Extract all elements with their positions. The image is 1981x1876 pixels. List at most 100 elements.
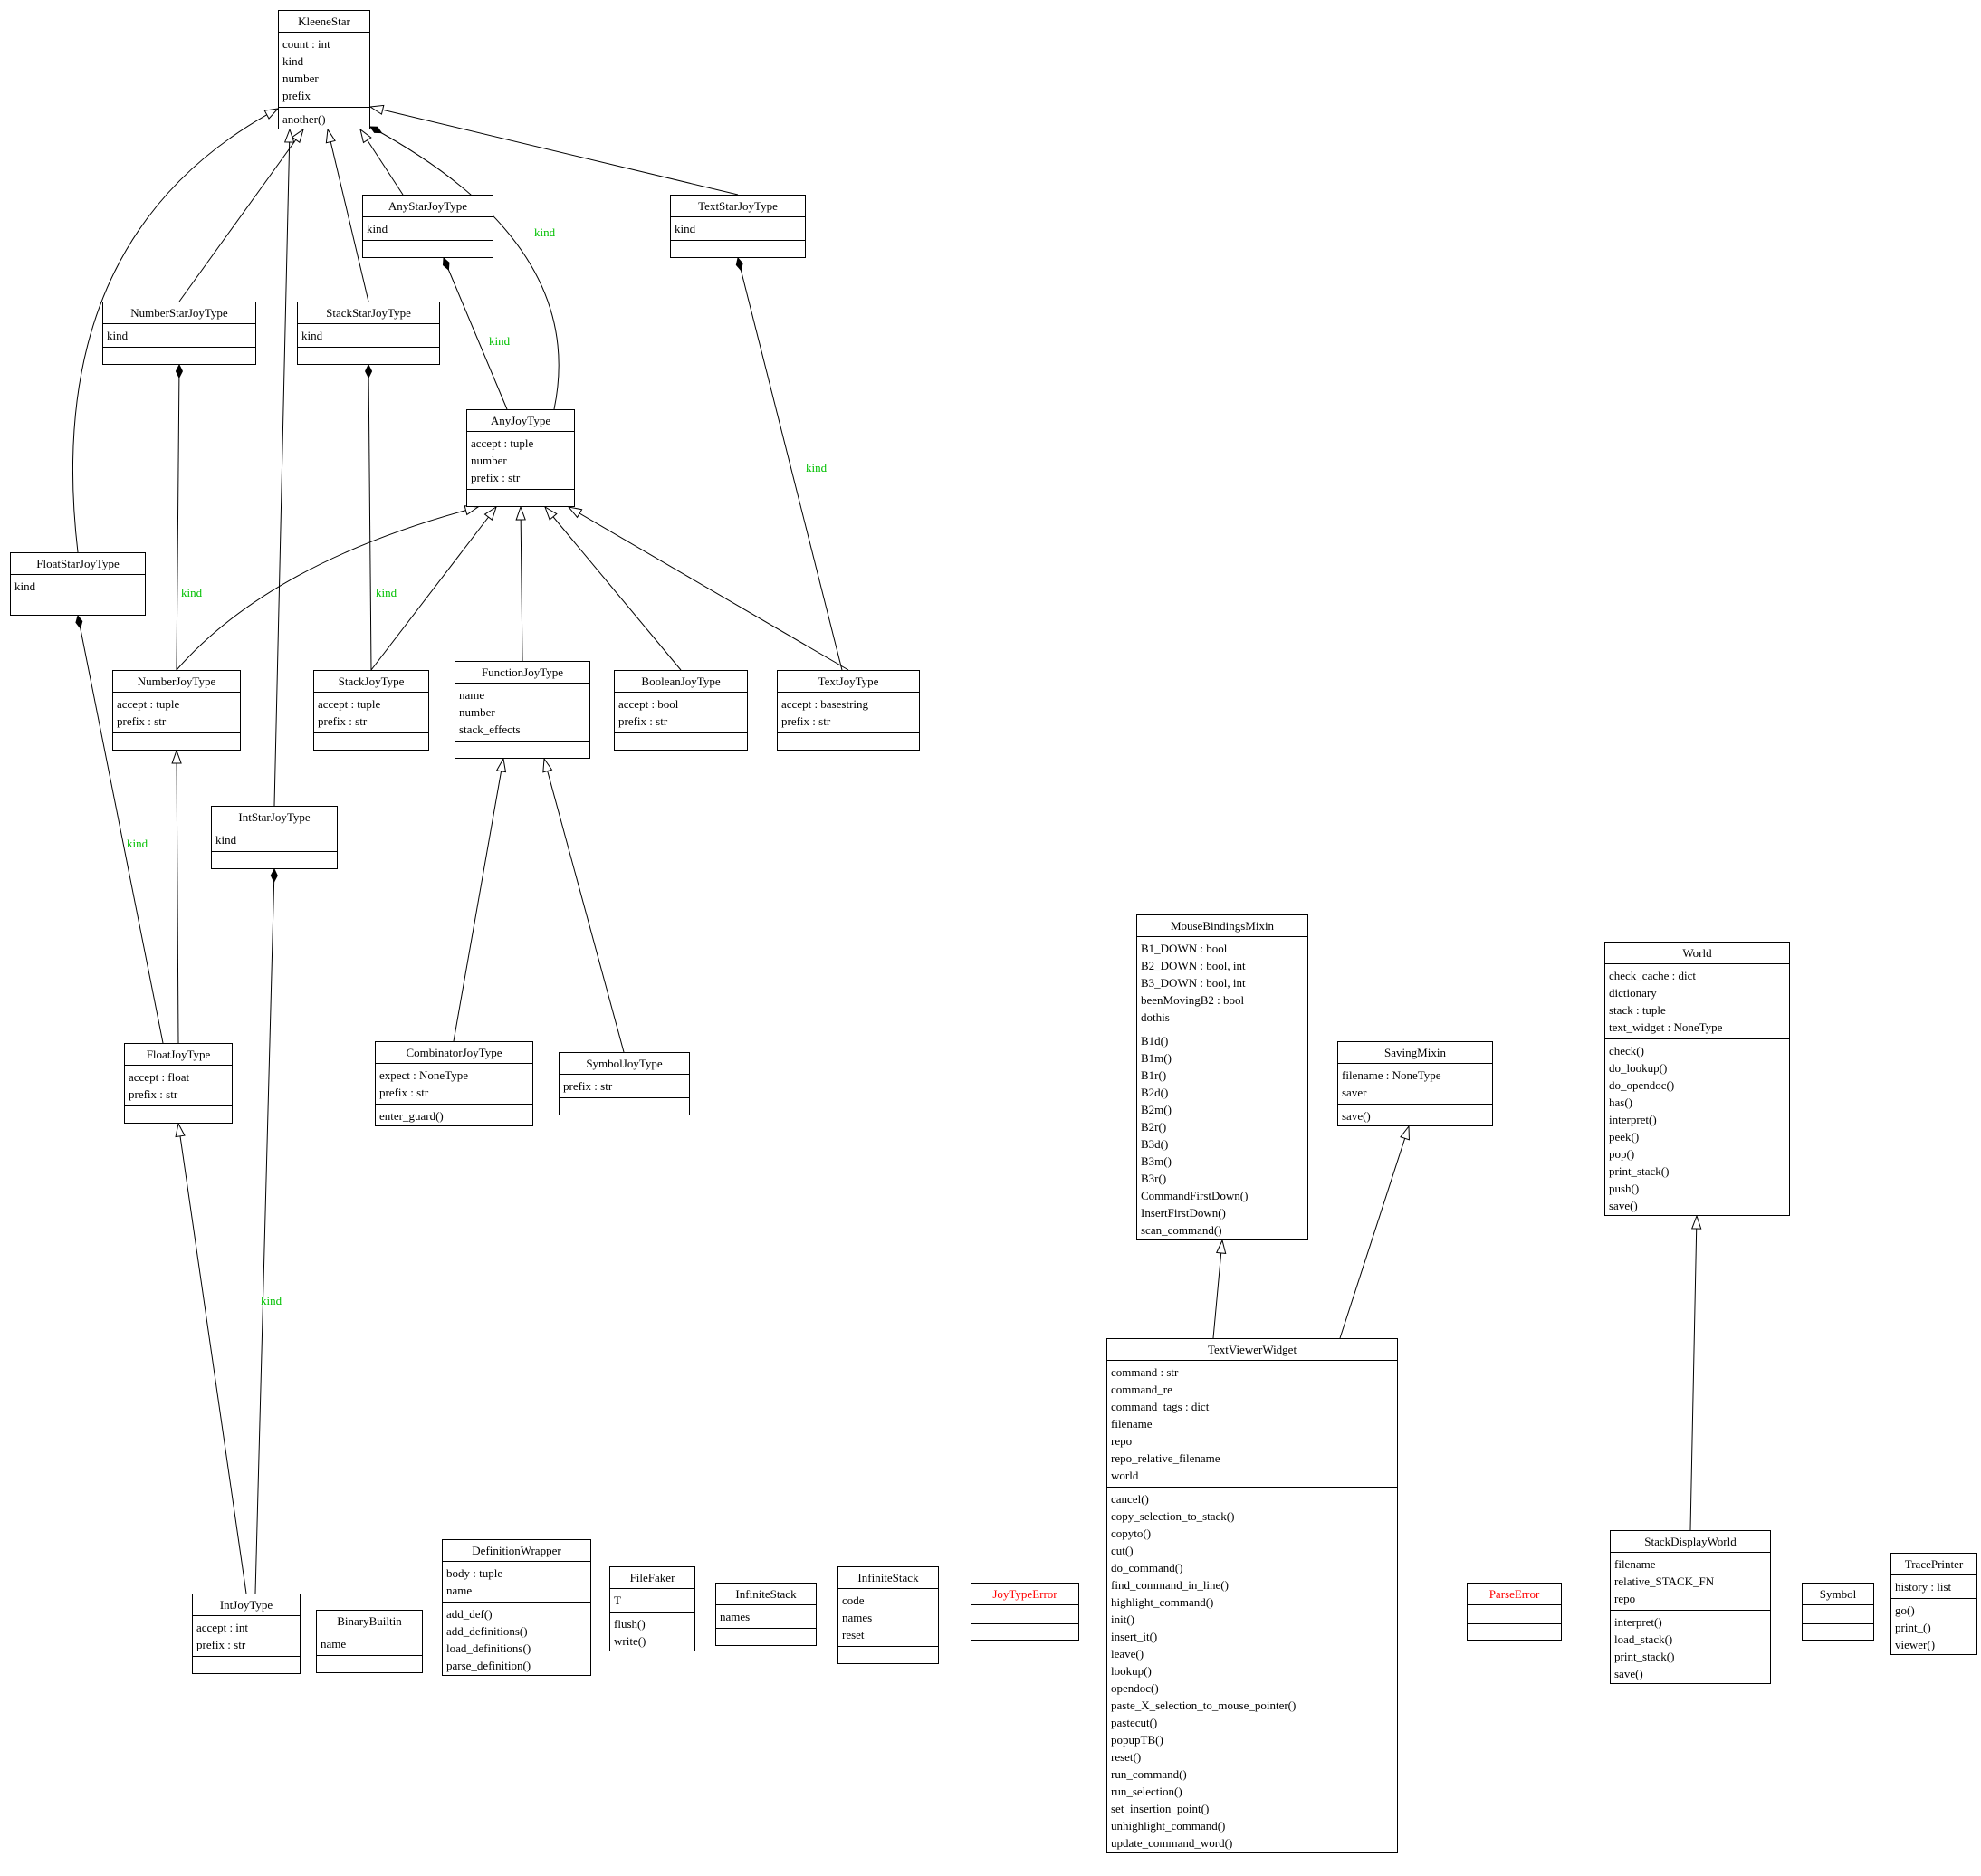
class-title-TracePrinter: TracePrinter (1891, 1554, 1976, 1575)
methods-compartment (103, 348, 255, 364)
attributes-compartment: names (716, 1605, 816, 1629)
class-title-BinaryBuiltin: BinaryBuiltin (317, 1611, 422, 1632)
class-method: set_insertion_point() (1111, 1802, 1210, 1815)
class-attribute: name (459, 688, 485, 702)
class-method: print_stack() (1614, 1650, 1675, 1663)
methods-compartment (113, 733, 240, 750)
class-attribute: accept : int (196, 1621, 249, 1634)
class-title-AnyStarJoyType: AnyStarJoyType (363, 196, 493, 217)
class-method: popupTB() (1111, 1733, 1163, 1747)
class-attribute: filename : NoneType (1342, 1068, 1441, 1082)
class-method: B2r() (1141, 1120, 1167, 1134)
class-attribute: prefix : str (379, 1086, 429, 1099)
class-method: interpret() (1609, 1113, 1657, 1126)
class-box-InfiniteStack1: InfiniteStack names (715, 1583, 817, 1646)
class-method: B2d() (1141, 1086, 1169, 1099)
attributes-compartment (1803, 1605, 1873, 1624)
class-method: CommandFirstDown() (1141, 1189, 1249, 1202)
class-method: viewer() (1895, 1638, 1936, 1651)
class-attribute: accept : tuple (117, 697, 180, 711)
class-method: pop() (1609, 1147, 1635, 1161)
class-attribute: body : tuple (446, 1566, 503, 1580)
class-method: init() (1111, 1613, 1134, 1626)
attributes-compartment: history : list (1891, 1575, 1976, 1599)
inheritance-edge-StackDisplayWorld-to-World (1689, 1216, 1697, 1531)
class-method: push() (1609, 1182, 1640, 1195)
class-method: interpret() (1614, 1615, 1662, 1629)
methods-compartment: flush()write() (610, 1613, 694, 1651)
class-attribute: prefix : str (563, 1079, 613, 1093)
class-attribute: number (459, 705, 495, 719)
attributes-compartment: expect : NoneType prefix : str (376, 1064, 532, 1105)
methods-compartment (615, 733, 747, 750)
class-attribute: beenMovingB2 : bool (1141, 993, 1245, 1007)
inheritance-edge-AnyStarJoyType-to-KleeneStar (360, 129, 404, 196)
class-attribute: B1_DOWN : bool (1141, 942, 1228, 955)
class-title-StackDisplayWorld: StackDisplayWorld (1611, 1531, 1770, 1553)
class-attribute: kind (215, 833, 237, 847)
class-method: find_command_in_line() (1111, 1578, 1229, 1592)
methods-compartment (671, 241, 805, 257)
class-method: peek() (1609, 1130, 1640, 1144)
methods-compartment (125, 1106, 232, 1123)
class-method: B1m() (1141, 1051, 1172, 1065)
attributes-compartment: kind (103, 324, 255, 348)
class-method: B3m() (1141, 1154, 1172, 1168)
inheritance-edge-TextViewerWidget-to-SavingMixin (1339, 1126, 1409, 1339)
class-attribute: prefix : str (618, 714, 668, 728)
class-attribute: repo (1614, 1592, 1636, 1605)
association-edge-IntStarJoyType-to-IntJoyType (254, 869, 274, 1594)
inheritance-edge-IntJoyType-to-FloatJoyType (178, 1124, 247, 1594)
methods-compartment: save() (1338, 1105, 1492, 1125)
association-edge-StackStarJoyType-to-StackJoyType (368, 365, 371, 671)
methods-compartment (11, 598, 145, 615)
class-attribute: stack : tuple (1609, 1003, 1666, 1017)
class-title-SavingMixin: SavingMixin (1338, 1042, 1492, 1064)
attributes-compartment: kind (363, 217, 493, 241)
class-title-FloatJoyType: FloatJoyType (125, 1044, 232, 1066)
methods-compartment (560, 1098, 689, 1115)
class-attribute: code (842, 1594, 865, 1607)
class-method: insert_it() (1111, 1630, 1158, 1643)
methods-compartment (1468, 1624, 1561, 1640)
association-edge-TextStarJoyType-to-TextJoyType (738, 258, 843, 671)
methods-compartment (363, 241, 493, 257)
class-method: write() (614, 1634, 646, 1648)
class-attribute: expect : NoneType (379, 1068, 468, 1082)
inheritance-edge-StackStarJoyType-to-KleeneStar (328, 129, 369, 302)
attributes-compartment (971, 1605, 1078, 1624)
class-method: cancel() (1111, 1492, 1149, 1506)
class-title-InfiniteStack1: InfiniteStack (716, 1584, 816, 1605)
inheritance-edge-TextJoyType-to-AnyJoyType (569, 507, 849, 671)
methods-compartment (971, 1624, 1078, 1640)
methods-compartment: go()print_()viewer() (1891, 1599, 1976, 1654)
methods-compartment (467, 490, 574, 506)
class-method: scan_command() (1141, 1223, 1222, 1237)
methods-compartment: B1d()B1m()B1r()B2d()B2m()B2r()B3d()B3m()… (1137, 1029, 1307, 1240)
class-attribute: dictionary (1609, 986, 1657, 1000)
class-method: unhighlight_command() (1111, 1819, 1226, 1833)
class-attribute: names (720, 1610, 751, 1623)
class-title-InfiniteStack2: InfiniteStack (838, 1567, 938, 1589)
class-attribute: count : int (282, 37, 330, 51)
attributes-compartment: prefix : str (560, 1075, 689, 1098)
attributes-compartment: kind (298, 324, 439, 348)
methods-compartment (778, 733, 919, 750)
edge-label-kind: kind (261, 1294, 282, 1307)
class-attribute: accept : tuple (318, 697, 381, 711)
methods-compartment (298, 348, 439, 364)
class-method: parse_definition() (446, 1659, 531, 1672)
class-method: run_selection() (1111, 1785, 1182, 1798)
